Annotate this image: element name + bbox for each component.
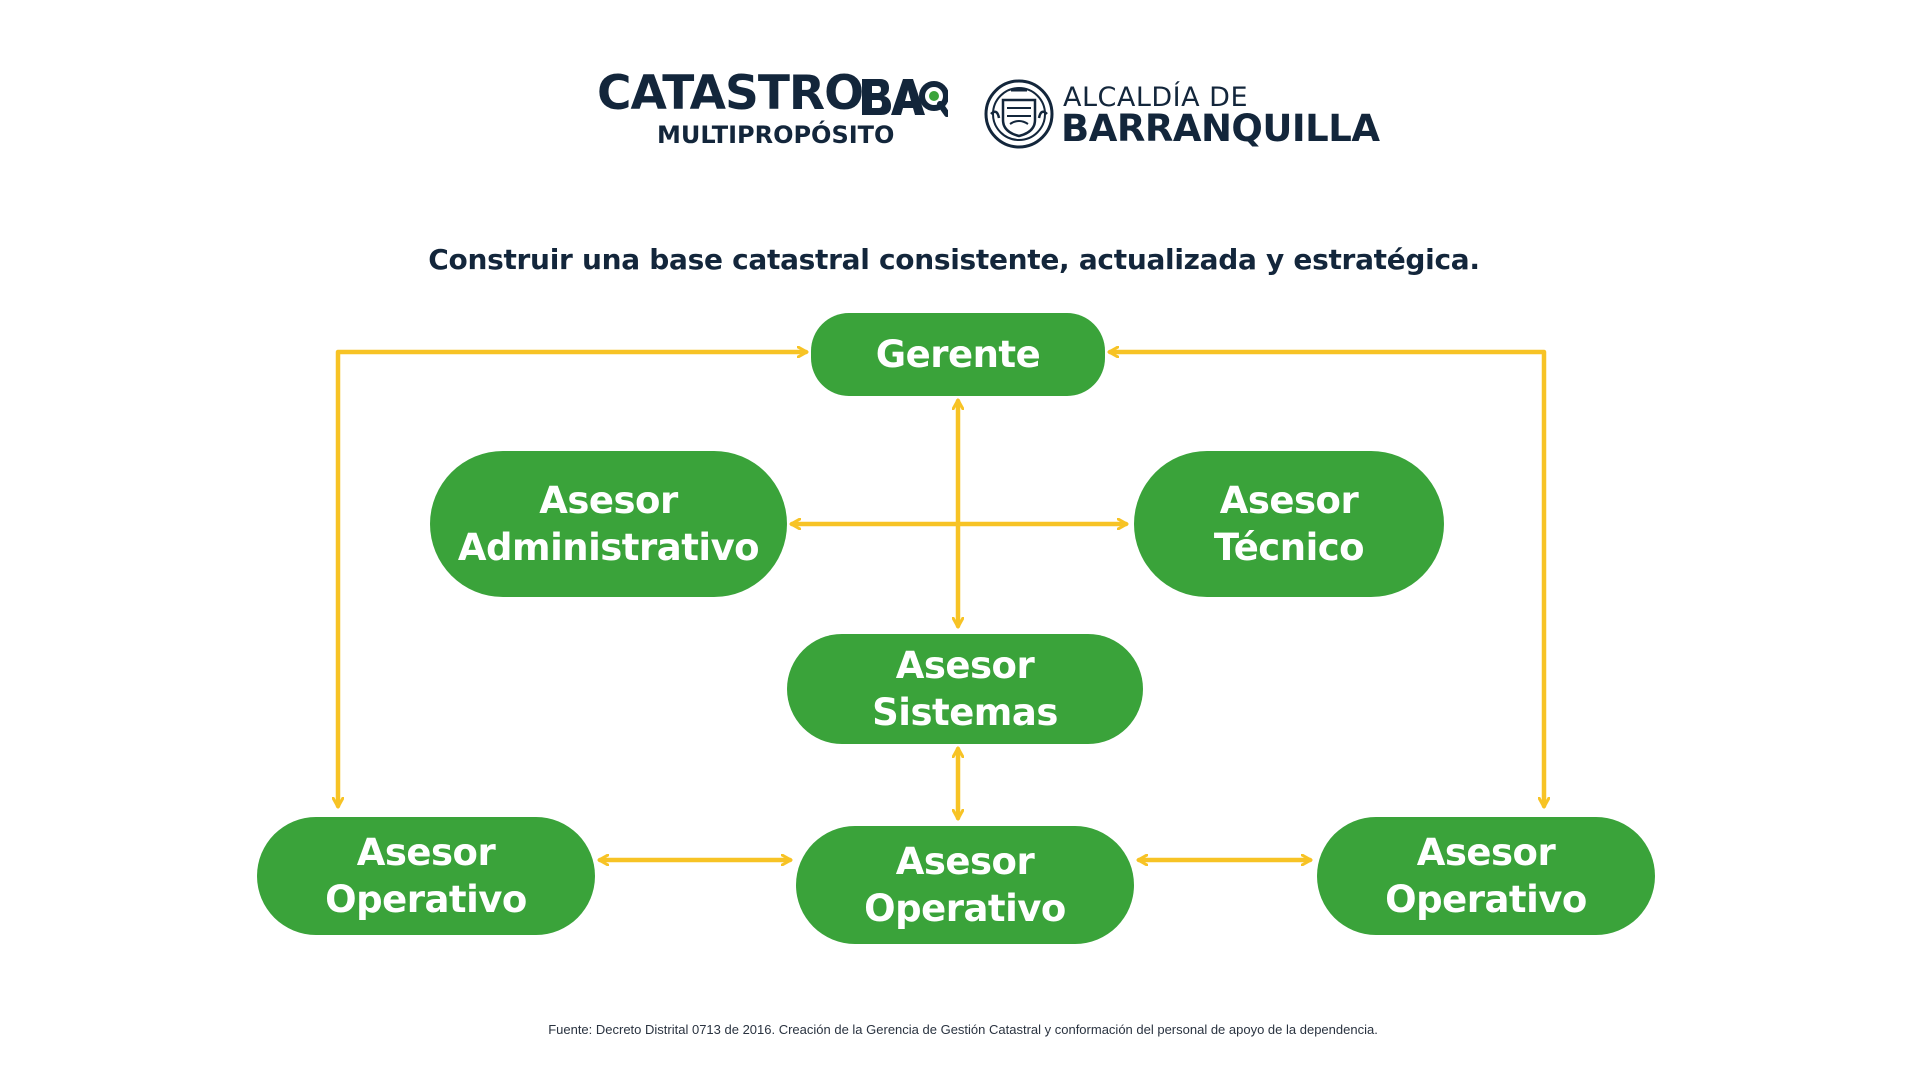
catastro-baq-logo: CATASTRO MULTIPROPÓSITO xyxy=(597,66,948,154)
alcaldia-barranquilla-logo: ALCALDÍA DE BARRANQUILLA xyxy=(983,78,1380,153)
node-asesor-administrativo-line1: Asesor xyxy=(539,479,678,522)
page-heading: Construir una base catastral consistente… xyxy=(428,243,1480,276)
node-asesor-operativo-left-line2: Operativo xyxy=(325,878,527,921)
node-gerente-label: Gerente xyxy=(875,333,1041,376)
node-asesor-sistemas-line1: Asesor xyxy=(895,644,1035,687)
node-asesor-sistemas: Asesor Sistemas xyxy=(787,634,1143,744)
baq-logotype-icon xyxy=(862,79,948,117)
node-asesor-operativo-right-line1: Asesor xyxy=(1416,831,1556,874)
logo-alcaldia-line1: ALCALDÍA DE xyxy=(1063,82,1249,113)
node-asesor-administrativo: Asesor Administrativo xyxy=(430,451,787,597)
node-asesor-operativo-center-line1: Asesor xyxy=(895,840,1035,883)
node-asesor-tecnico-line2: Técnico xyxy=(1213,526,1365,569)
source-footnote: Fuente: Decreto Distrital 0713 de 2016. … xyxy=(548,1022,1378,1037)
city-seal-icon xyxy=(984,79,1054,149)
logo-subtitle-multiproposito: MULTIPROPÓSITO xyxy=(657,121,895,149)
node-asesor-operativo-center: Asesor Operativo xyxy=(796,826,1134,944)
node-asesor-operativo-center-line2: Operativo xyxy=(864,887,1066,930)
node-gerente: Gerente xyxy=(811,313,1105,396)
node-asesor-sistemas-line2: Sistemas xyxy=(872,691,1058,734)
logo-alcaldia-line2: BARRANQUILLA xyxy=(1061,107,1380,150)
node-asesor-operativo-left-line1: Asesor xyxy=(356,831,496,874)
node-asesor-operativo-right-line2: Operativo xyxy=(1385,878,1587,921)
node-asesor-tecnico-line1: Asesor xyxy=(1219,479,1359,522)
node-asesor-operativo-left: Asesor Operativo xyxy=(257,817,595,935)
logo-word-catastro: CATASTRO xyxy=(597,66,864,121)
node-asesor-administrativo-line2: Administrativo xyxy=(457,526,760,569)
node-asesor-tecnico: Asesor Técnico xyxy=(1134,451,1444,597)
node-asesor-operativo-right: Asesor Operativo xyxy=(1317,817,1655,935)
